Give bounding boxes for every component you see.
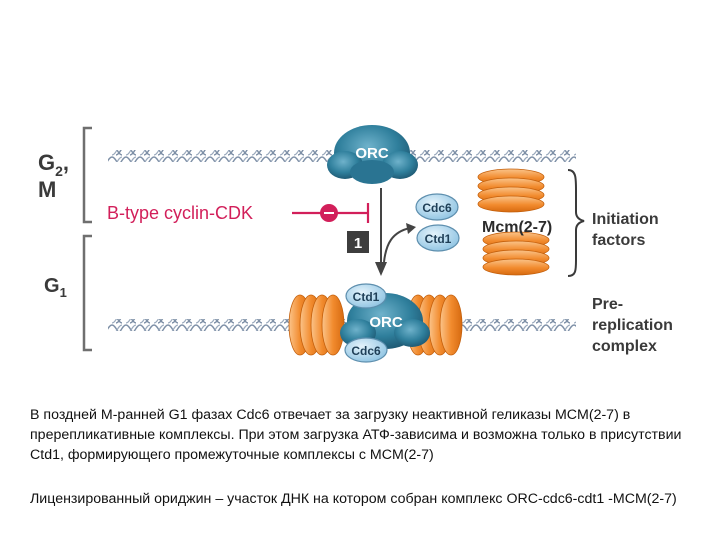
recruitment-curve-arrow [383, 227, 411, 263]
mcm-stack-free-bottom [482, 231, 550, 276]
phase-label-g1: G1 [44, 275, 67, 300]
cdc6-factor-bound: Cdc6 [344, 337, 388, 363]
cdc6-factor-free: Cdc6 [415, 193, 459, 221]
cdc6-label-free: Cdc6 [422, 201, 452, 215]
inhibitor-label: B-type cyclin-CDK [107, 203, 253, 223]
prerc-label-line3: complex [592, 338, 657, 355]
initiation-label-line2: factors [592, 232, 645, 249]
caption-paragraph-2: Лицензированный ориджин – участок ДНК на… [30, 491, 677, 507]
step-number-box [347, 231, 369, 253]
initiation-label-line1: Initiation [592, 211, 659, 228]
mcm-stack-loaded-left [288, 294, 345, 356]
phase-label-m: M [38, 177, 56, 202]
ctd1-factor-free: Ctd1 [416, 224, 460, 252]
prerc-label-line1: Pre- [592, 296, 623, 313]
orc-complex-top: ORC [327, 125, 418, 184]
loading-arrowhead-icon [375, 262, 387, 276]
mcm-stack-free-top [477, 168, 545, 213]
mcm-label: Mcm(2-7) [482, 219, 552, 236]
prerc-label-line2: replication [592, 317, 673, 334]
ctd1-label-free: Ctd1 [425, 232, 452, 246]
bracket-g1 [82, 234, 92, 352]
cdc6-label-bound: Cdc6 [351, 344, 381, 358]
step-number: 1 [354, 235, 362, 252]
caption-paragraph-1: В поздней М-ранней G1 фазах Cdc6 отвечае… [30, 407, 682, 463]
orc-label-bottom: ORC [369, 314, 403, 331]
bracket-g2m [82, 126, 92, 224]
orc-label-top: ORC [355, 145, 389, 162]
phase-label-g2m: G2, [38, 150, 69, 179]
initiation-brace [567, 169, 585, 277]
recruitment-curve-tip-icon [406, 223, 416, 234]
replication-licensing-diagram: G2, M G1 ORC B-type cyclin-CDK 1 Cdc6 Ct… [38, 125, 673, 363]
ctd1-label-bound: Ctd1 [353, 290, 380, 304]
ctd1-factor-bound: Ctd1 [345, 283, 387, 309]
